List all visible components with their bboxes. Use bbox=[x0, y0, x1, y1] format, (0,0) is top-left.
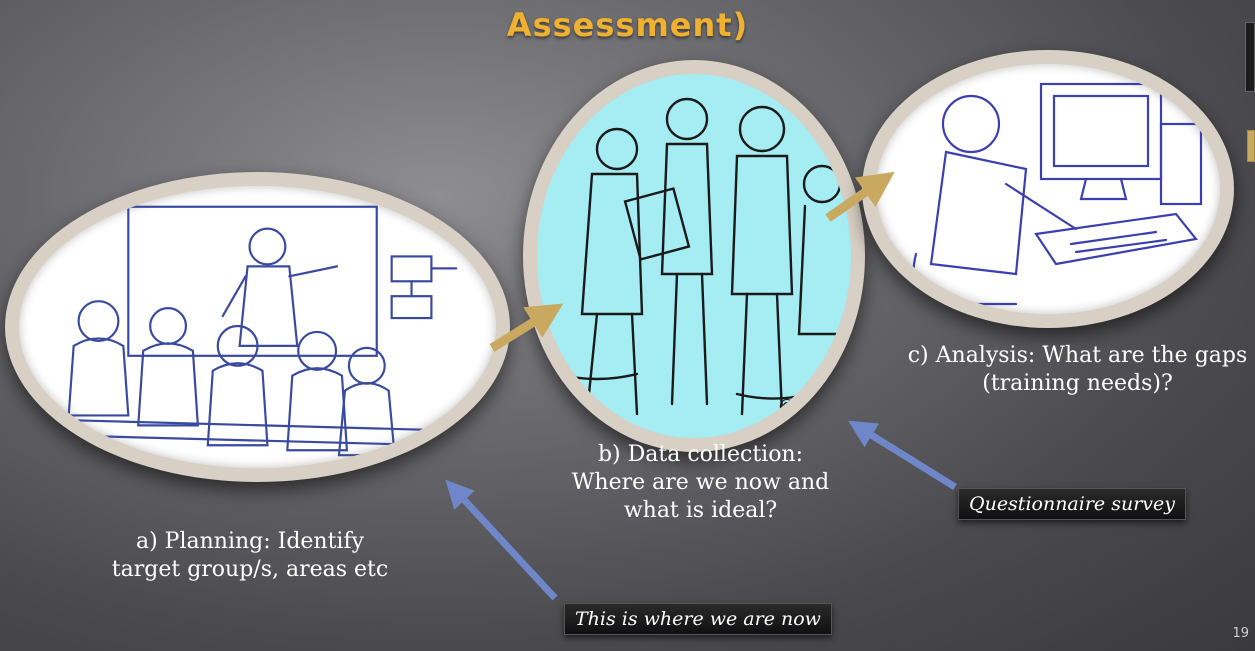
caption-planning: a) Planning: Identify target group/s, ar… bbox=[111, 529, 389, 582]
survey-illustration: © bbox=[537, 74, 851, 438]
caption-data-collection: b) Data collection: Where are we now and… bbox=[571, 442, 830, 523]
pointer-arrow-data-collection bbox=[848, 420, 957, 490]
pointer-arrow-planning bbox=[445, 479, 558, 601]
method-tag: Questionnaire survey bbox=[958, 488, 1186, 520]
connector-arrow-a-b bbox=[489, 303, 564, 352]
edge-tab-top bbox=[1245, 22, 1255, 92]
page-number: 19 bbox=[1232, 626, 1249, 641]
edge-tab-mid bbox=[1247, 130, 1255, 162]
slide-title: Assessment) bbox=[506, 6, 749, 44]
connector-arrow-b-c bbox=[825, 171, 895, 222]
data-collection-image: © bbox=[523, 60, 865, 452]
current-position-tag: This is where we are now bbox=[564, 603, 832, 635]
caption-analysis: c) Analysis: What are the gaps (training… bbox=[907, 343, 1248, 396]
meeting-illustration bbox=[57, 205, 458, 457]
